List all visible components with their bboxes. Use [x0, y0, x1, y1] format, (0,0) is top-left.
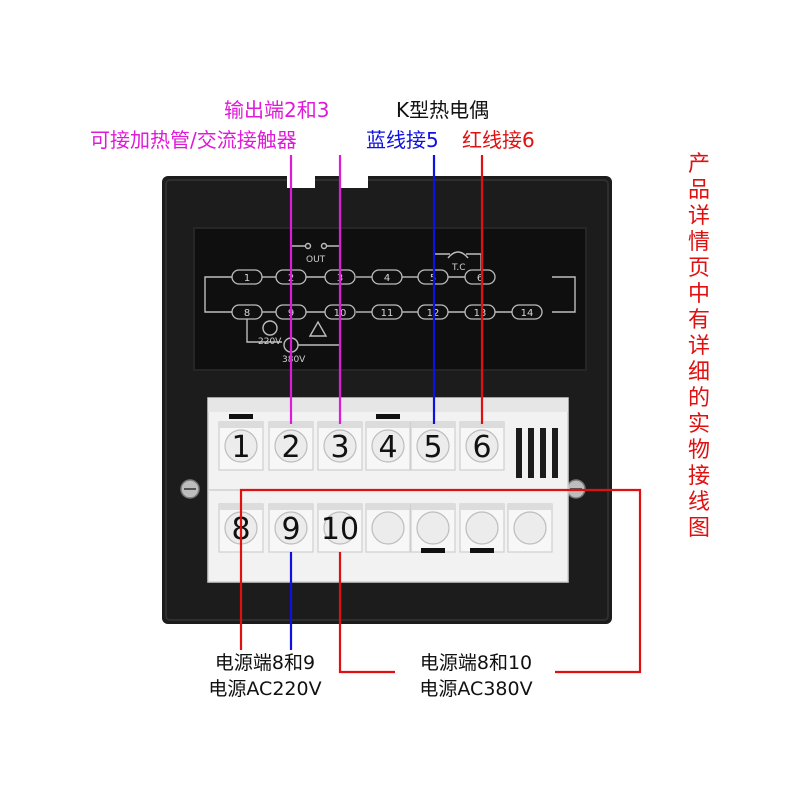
terminal-screw: 5 [410, 421, 456, 471]
terminal-screw: 4 [365, 421, 411, 471]
terminal-screw [459, 503, 505, 553]
terminal-number: 10 [321, 512, 359, 547]
tc-label: T.C [451, 263, 466, 273]
label-panel [193, 227, 587, 371]
side-note-char: 物 [687, 438, 710, 463]
terminal-screw: 10 [317, 503, 363, 553]
terminal-screw [365, 503, 411, 553]
terminal-number: 2 [281, 430, 300, 465]
terminal-screw [410, 503, 456, 553]
output-label-line1: 输出端2和3 [224, 98, 330, 122]
ac380-line2: 电源AC380V [419, 678, 533, 700]
voltage-380-label: 380V [282, 355, 306, 365]
side-note-char: 品 [687, 178, 710, 203]
ac220-line1: 电源端8和9 [214, 652, 316, 674]
side-note-char: 有 [687, 308, 710, 333]
panel-terminal-number: 6 [477, 273, 483, 284]
panel-terminal-number: 4 [384, 273, 390, 284]
side-note-char: 图 [687, 516, 710, 541]
panel-terminal-pill: 6 [464, 269, 496, 285]
panel-terminal-pill: 14 [511, 304, 543, 320]
voltage-220-label: 220V [258, 337, 282, 347]
terminal-number: 1 [231, 430, 250, 465]
ac220-label: 电源端8和9 电源AC220V [195, 650, 335, 702]
side-note: 产品详情页中有详细的实物接线图 [684, 152, 714, 542]
side-note-char: 页 [687, 256, 710, 281]
thermocouple-blue-label: 蓝线接5 [366, 128, 439, 152]
out-label: OUT [306, 255, 326, 265]
left-screw-icon [180, 479, 200, 499]
thermocouple-label: K型热电偶 [396, 98, 490, 122]
side-note-char: 线 [687, 490, 710, 515]
wires [239, 155, 642, 674]
panel-terminal-pill: 1 [231, 269, 263, 285]
terminal-screw: 6 [459, 421, 505, 471]
side-note-char: 详 [687, 334, 710, 359]
ac380-label: 电源端8和10 电源AC380V [396, 650, 556, 702]
ac380-line1: 电源端8和10 [419, 652, 533, 674]
panel-terminal-number: 1 [244, 273, 250, 284]
side-note-char: 产 [687, 152, 710, 177]
side-note-char: 接 [687, 464, 710, 489]
panel-terminal-number: 13 [474, 308, 487, 319]
side-note-char: 的 [687, 386, 710, 411]
panel-terminal-number: 14 [521, 308, 534, 319]
terminal-number: 9 [281, 512, 300, 547]
terminal-screw: 3 [317, 421, 363, 471]
panel-terminal-number: 8 [244, 308, 250, 319]
output-label-line2: 可接加热管/交流接触器 [90, 128, 297, 152]
ac220-line2: 电源AC220V [208, 678, 322, 700]
panel-terminal-pill: 8 [231, 304, 263, 320]
side-note-char: 实 [687, 412, 710, 437]
terminal-number: 6 [472, 430, 491, 465]
terminal-screw: 9 [268, 503, 314, 553]
side-note-char: 中 [687, 282, 710, 307]
terminal-number: 5 [423, 430, 442, 465]
panel-terminal-pill: 11 [371, 304, 403, 320]
terminal-number: 4 [378, 430, 397, 465]
terminal-screw: 2 [268, 421, 314, 471]
terminal-number: 3 [330, 430, 349, 465]
thermocouple-red-label: 红线接6 [462, 128, 535, 152]
panel-terminal-number: 11 [381, 308, 394, 319]
side-note-char: 情 [687, 230, 710, 255]
panel-terminal-pill: 4 [371, 269, 403, 285]
terminal-screw: 1 [218, 421, 264, 471]
terminal-screw [507, 503, 553, 553]
panel-terminal-pill: 13 [464, 304, 496, 320]
side-note-char: 详 [687, 204, 710, 229]
side-note-char: 细 [687, 360, 710, 385]
